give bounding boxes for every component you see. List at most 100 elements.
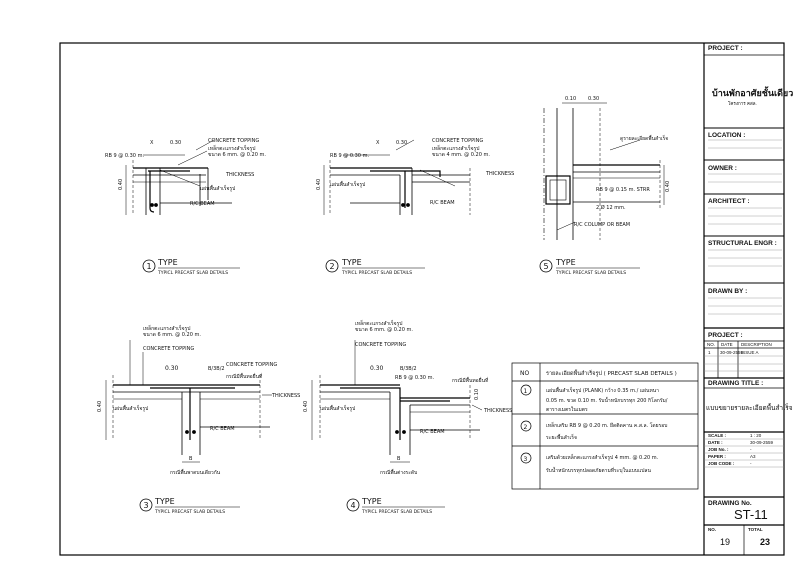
architect-label: ARCHITECT : — [708, 198, 750, 205]
d1-mesh1: เหล็กตะแกรงสำเร็จรูป — [208, 144, 255, 152]
scale-label: SCALE : — [708, 433, 726, 438]
d2-rb-label: RB 9 @ 0.30 m. — [330, 153, 369, 159]
detail-5 — [543, 102, 665, 240]
date-value: 30-09-2559 — [750, 440, 774, 445]
d2-plank: แผ่นพื้นสำเร็จรูป — [330, 179, 365, 188]
d2-mesh2: ขนาด 4 mm. @ 0.20 m. — [432, 152, 490, 158]
rev-row-date: 30-09-2559 — [720, 350, 744, 355]
owner-label: OWNER : — [708, 165, 737, 172]
rev-row-description: ISSUE A — [741, 350, 759, 355]
d2-height: 0.40 — [316, 179, 322, 190]
d3-mesh2: ขนาด 6 mm. @ 0.20 m. — [143, 332, 201, 338]
detail-2 — [323, 139, 471, 215]
location-label: LOCATION : — [708, 132, 746, 139]
d3-topping2: CONCRETE TOPPING — [226, 362, 277, 368]
d2-number: 2 — [330, 262, 335, 271]
d1-thickness: THICKNESS — [225, 172, 254, 178]
d5-subtitle: TYPICL PRECAST SLAB DETAILS — [555, 270, 626, 276]
d2-dim-030: 0.30 — [396, 140, 407, 146]
d4-side-note: กรณีมีพื้นทอยื่นที่ — [452, 375, 488, 384]
d4-beam: R/C BEAM — [420, 429, 445, 435]
d4-topping: CONCRETE TOPPING — [355, 342, 406, 348]
revision-project-label: PROJECT : — [708, 332, 743, 339]
note-1-line-3: ตารางเมตรในเมตร — [546, 406, 588, 413]
d2-type: TYPE — [341, 258, 362, 267]
d2-dim-x: X — [376, 140, 380, 146]
detail-1 — [125, 139, 232, 215]
d3-dim-b: B/3B/2 — [208, 366, 225, 372]
d1-dim-030: 0.30 — [170, 140, 181, 146]
d1-rb-label: RB 9 @ 0.30 m. — [105, 153, 144, 159]
d4-rb: RB 9 @ 0.30 m. — [395, 375, 434, 381]
d2-topping: CONCRETE TOPPING — [432, 138, 483, 144]
note-2-line-2: ระยะพื้นสำเร็จ — [546, 432, 577, 441]
d2-subtitle: TYPICL PRECAST SLAB DETAILS — [341, 270, 412, 276]
d3-topping: CONCRETE TOPPING — [143, 346, 194, 352]
drawing-title: แบบขยายรายละเอียดพื้นสำเร็จ — [706, 405, 793, 412]
d5-label: 5 TYPE TYPICL PRECAST SLAB DETAILS — [539, 258, 640, 276]
d3-number: 3 — [144, 501, 149, 510]
d1-beam: R/C BEAM — [190, 201, 215, 207]
d2-beam: R/C BEAM — [430, 200, 455, 206]
d3-label: 3 TYPE TYPICL PRECAST SLAB DETAILS — [139, 497, 240, 515]
drawing-number: ST-11 — [734, 507, 768, 522]
jobcode-label: JOB CODE : — [708, 461, 735, 466]
d5-height: 0.40 — [665, 181, 671, 192]
project-label: PROJECT : — [708, 45, 743, 52]
total-value: 23 — [760, 537, 771, 547]
job-label: JOB No. : — [708, 447, 729, 452]
note-2-line-1: เหล็กเสริม RB 9 @ 0.20 m. ยึดติดคาน ค.ส.… — [546, 421, 667, 429]
drawing-title-label: DRAWING TITLE : — [708, 380, 764, 387]
project-name: บ้านพักอาศัยชั้นเดียว — [712, 88, 794, 98]
d3-mesh1: เหล็กตะแกรงสำเร็จรูป — [143, 324, 190, 332]
note-1-line-2: 0.05 m. ขวด 0.10 m. รับน้ำหนักบรรทุก 200… — [546, 395, 668, 404]
d4-label: 4 TYPE TYPICL PRECAST SLAB DETAILS — [346, 497, 445, 515]
d3-beam: R/C BEAM — [210, 426, 235, 432]
d1-subtitle: TYPICL PRECAST SLAB DETAILS — [157, 270, 228, 276]
d5-dim-030: 0.30 — [588, 96, 599, 102]
note-1-line-1: แผ่นพื้นสำเร็จรูป (PLANK) กว้าง 0.35 m./… — [546, 385, 659, 394]
detail-4 — [311, 340, 483, 463]
d4-plank: แผ่นพื้นสำเร็จรูป — [320, 403, 355, 412]
drawn-by-label: DRAWN BY : — [708, 288, 748, 295]
rev-header-no: NO. — [707, 342, 716, 347]
d3-caption: กรณีพื้นพาดบนเดียวกัน — [170, 467, 221, 476]
notes-title: รายละเอียดพื้นสำเร็จรูป ( PRECAST SLAB D… — [546, 369, 677, 377]
date-label: DATE : — [708, 440, 723, 445]
d3-side-note: กรณีมีพื้นทอยื่นที่ — [226, 371, 262, 380]
notes-table — [511, 362, 699, 490]
sheet-border — [59, 42, 785, 556]
rev-header-description: DESCRIPTION — [741, 342, 772, 347]
d1-mesh2: ขนาด 6 mm. @ 0.20 m. — [208, 152, 266, 158]
note-3-number: 3 — [524, 456, 528, 463]
d5-column: R/C COLUMP OR BEAM — [574, 222, 630, 228]
project-sub: โครงการ คสล. — [728, 101, 757, 106]
d1-dim-x: X — [150, 140, 154, 146]
d3-type: TYPE — [154, 497, 175, 506]
d1-type: TYPE — [157, 258, 178, 267]
job-value: - — [750, 447, 752, 452]
sheet-no-label: NO. — [708, 527, 717, 532]
d4-number: 4 — [351, 501, 356, 510]
d4-dim-030: 0.30 — [370, 365, 384, 372]
note-2-number: 2 — [524, 424, 528, 431]
note-1-number: 1 — [524, 388, 528, 395]
paper-label: PAPER : — [708, 454, 726, 459]
d3-dim-030: 0.30 — [165, 365, 179, 372]
d2-thickness: THICKNESS — [485, 171, 514, 177]
d5-bars: 2 Ø 12 mm. — [596, 204, 626, 211]
d4-height: 0.40 — [303, 401, 309, 412]
d4-type: TYPE — [361, 497, 382, 506]
structural-label: STRUCTURAL ENGR : — [708, 240, 777, 247]
d1-topping: CONCRETE TOPPING — [208, 138, 259, 144]
scale-value: 1 : 20 — [750, 433, 762, 438]
note-3-line-2: รับน้ำหนักบรรทุกปลอดภัยตามที่ระบุในแบบแป… — [546, 465, 651, 474]
d5-type: TYPE — [555, 258, 576, 267]
d4-dim-010: 0.10 — [474, 389, 480, 400]
d3-dim-bottom: B — [189, 456, 193, 462]
paper-value: A3 — [750, 454, 756, 459]
d4-dim-bottom: B — [397, 456, 401, 462]
d4-mesh1: เหล็กตะแกรงสำเร็จรูป — [355, 319, 402, 327]
d3-thickness: THICKNESS — [271, 393, 300, 399]
